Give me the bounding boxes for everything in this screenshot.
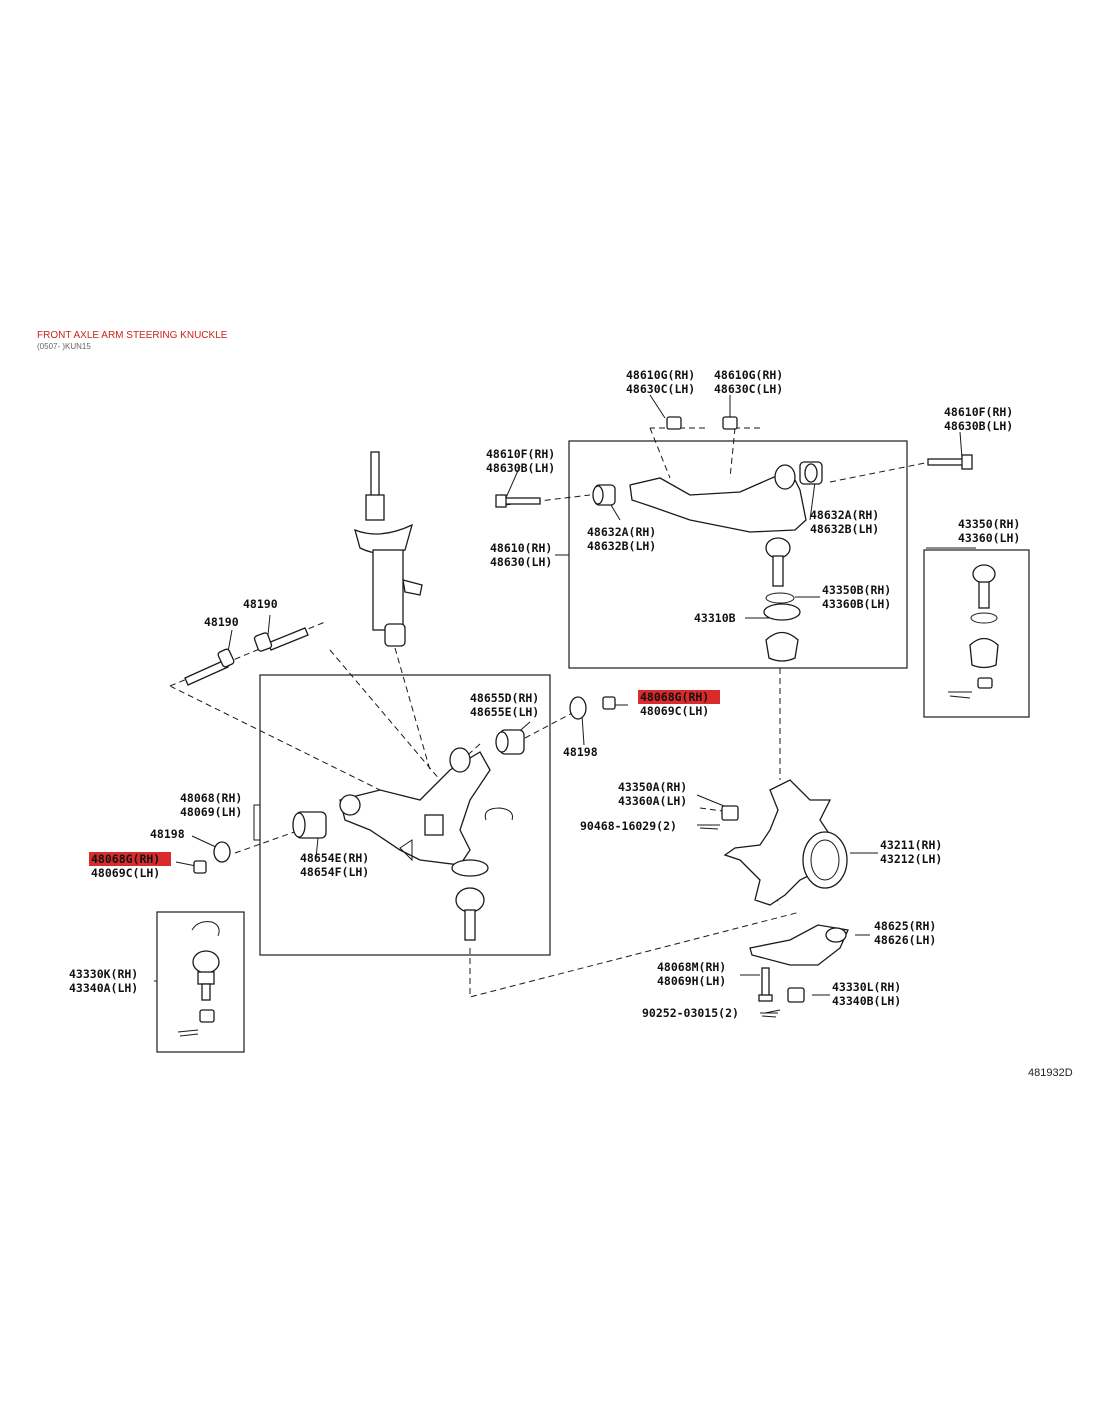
bolt-48190-b [253, 627, 309, 652]
label-lower-bushing-f-2: 48655E(LH) [470, 705, 539, 719]
label-lower-arm-2: 48069(LH) [180, 805, 242, 819]
label-bolt-48190-a: 48190 [204, 615, 239, 629]
label-upper-bolt-r-1: 48610F(RH) [944, 405, 1013, 419]
label-upper-balljoint-1: 43350(RH) [958, 517, 1020, 531]
lower-bushing-front [495, 729, 525, 755]
label-upper-bushing-r-1: 48632A(RH) [810, 508, 879, 522]
diagram-title: FRONT AXLE ARM STEERING KNUCKLE [37, 330, 228, 341]
lower-balljoint-kit [177, 921, 220, 1037]
bolt-48190-a [184, 648, 235, 686]
diagram-code: 481932D [1028, 1067, 1073, 1079]
label-lower-bushing-r-2: 48654F(LH) [300, 865, 369, 879]
label-steering-bolt-1: 48068M(RH) [657, 960, 726, 974]
label-cam-plate-left: 48198 [150, 827, 185, 841]
label-upper-bolt-r-2: 48630B(LH) [944, 419, 1013, 433]
cotter-pin-b [760, 1012, 778, 1018]
lower-arm-box [259, 674, 551, 956]
label-cam-bolt-left-2: 48069C(LH) [91, 866, 160, 880]
cam-nuts [193, 696, 616, 874]
snap-ring [484, 807, 513, 821]
label-cotter-pin-b: 90252-03015(2) [642, 1006, 739, 1020]
label-steering-arm-1: 48625(RH) [874, 919, 936, 933]
label-upper-boot-1: 43350B(RH) [822, 583, 891, 597]
label-upper-arm-2: 48630(LH) [490, 555, 552, 569]
solid-leaders [154, 394, 976, 1014]
label-lower-arm-1: 48068(RH) [180, 791, 242, 805]
label-lower-balljoint-1: 43330K(RH) [69, 967, 138, 981]
label-upper-boot-2: 43360B(LH) [822, 597, 891, 611]
upper-bolt-left [495, 494, 541, 508]
steering-knuckle [723, 779, 848, 906]
upper-bushing-left [592, 484, 616, 506]
label-knuckle-2: 43212(LH) [880, 852, 942, 866]
label-cam-bolt-top-2: 48069C(LH) [640, 704, 709, 718]
label-upper-nut-l-2: 48630C(LH) [626, 382, 695, 396]
label-steering-arm-2: 48626(LH) [874, 933, 936, 947]
label-lower-bushing-r-1: 48654E(RH) [300, 851, 369, 865]
label-upper-nut-l-1: 48610G(RH) [626, 368, 695, 382]
label-43310b: 43310B [694, 611, 736, 625]
upper-bolt-right [927, 454, 973, 470]
label-knuckle-nut-1: 43350A(RH) [618, 780, 687, 794]
cam-plates [213, 696, 587, 863]
upper-nuts [666, 416, 738, 430]
label-cam-bolt-left-1: 48068G(RH) [91, 852, 160, 866]
steering-arm-bolt [758, 967, 773, 1002]
lower-balljoint-box [156, 911, 245, 1053]
upper-balljoint [763, 537, 801, 662]
label-upper-nut-r-2: 48630C(LH) [714, 382, 783, 396]
highlight-top [638, 690, 720, 704]
steering-arm-nut [787, 987, 805, 1003]
lower-balljoint [455, 887, 485, 941]
label-upper-balljoint-2: 43360(LH) [958, 531, 1020, 545]
label-knuckle-1: 43211(RH) [880, 838, 942, 852]
dashed-leaders [169, 427, 931, 998]
steering-arm [749, 924, 849, 966]
label-steering-bolt-2: 48069H(LH) [657, 974, 726, 988]
upper-balljoint-box [923, 549, 1030, 718]
upper-arm-box [568, 440, 908, 669]
label-bolt-48190-b: 48190 [243, 597, 278, 611]
upper-bushing-right [799, 461, 823, 485]
label-upper-arm-1: 48610(RH) [490, 541, 552, 555]
lower-arm [339, 747, 491, 877]
upper-arm [629, 464, 807, 533]
strut-assembly [354, 451, 423, 647]
label-lower-balljoint-2: 43340A(LH) [69, 981, 138, 995]
label-cam-plate-top: 48198 [563, 745, 598, 759]
diagram-subtitle: (0507- )KUN15 [37, 342, 91, 351]
label-upper-bushing-l-1: 48632A(RH) [587, 525, 656, 539]
lower-bushing-rear [292, 811, 327, 839]
label-cam-bolt-top-1: 48068G(RH) [640, 690, 709, 704]
label-upper-bushing-l-2: 48632B(LH) [587, 539, 656, 553]
highlight-left [89, 852, 171, 866]
label-upper-bushing-r-2: 48632B(LH) [810, 522, 879, 536]
cotter-pin-a [697, 824, 720, 830]
knuckle-nut [721, 805, 739, 821]
label-steering-nut-1: 43330L(RH) [832, 980, 901, 994]
label-upper-bolt-l-2: 48630B(LH) [486, 461, 555, 475]
label-steering-nut-2: 43340B(LH) [832, 994, 901, 1008]
label-cotter-pin-a: 90468-16029(2) [580, 819, 677, 833]
label-upper-bolt-l-1: 48610F(RH) [486, 447, 555, 461]
label-lower-bushing-f-1: 48655D(RH) [470, 691, 539, 705]
upper-balljoint-kit [948, 564, 999, 699]
label-upper-nut-r-1: 48610G(RH) [714, 368, 783, 382]
label-knuckle-nut-2: 43360A(LH) [618, 794, 687, 808]
